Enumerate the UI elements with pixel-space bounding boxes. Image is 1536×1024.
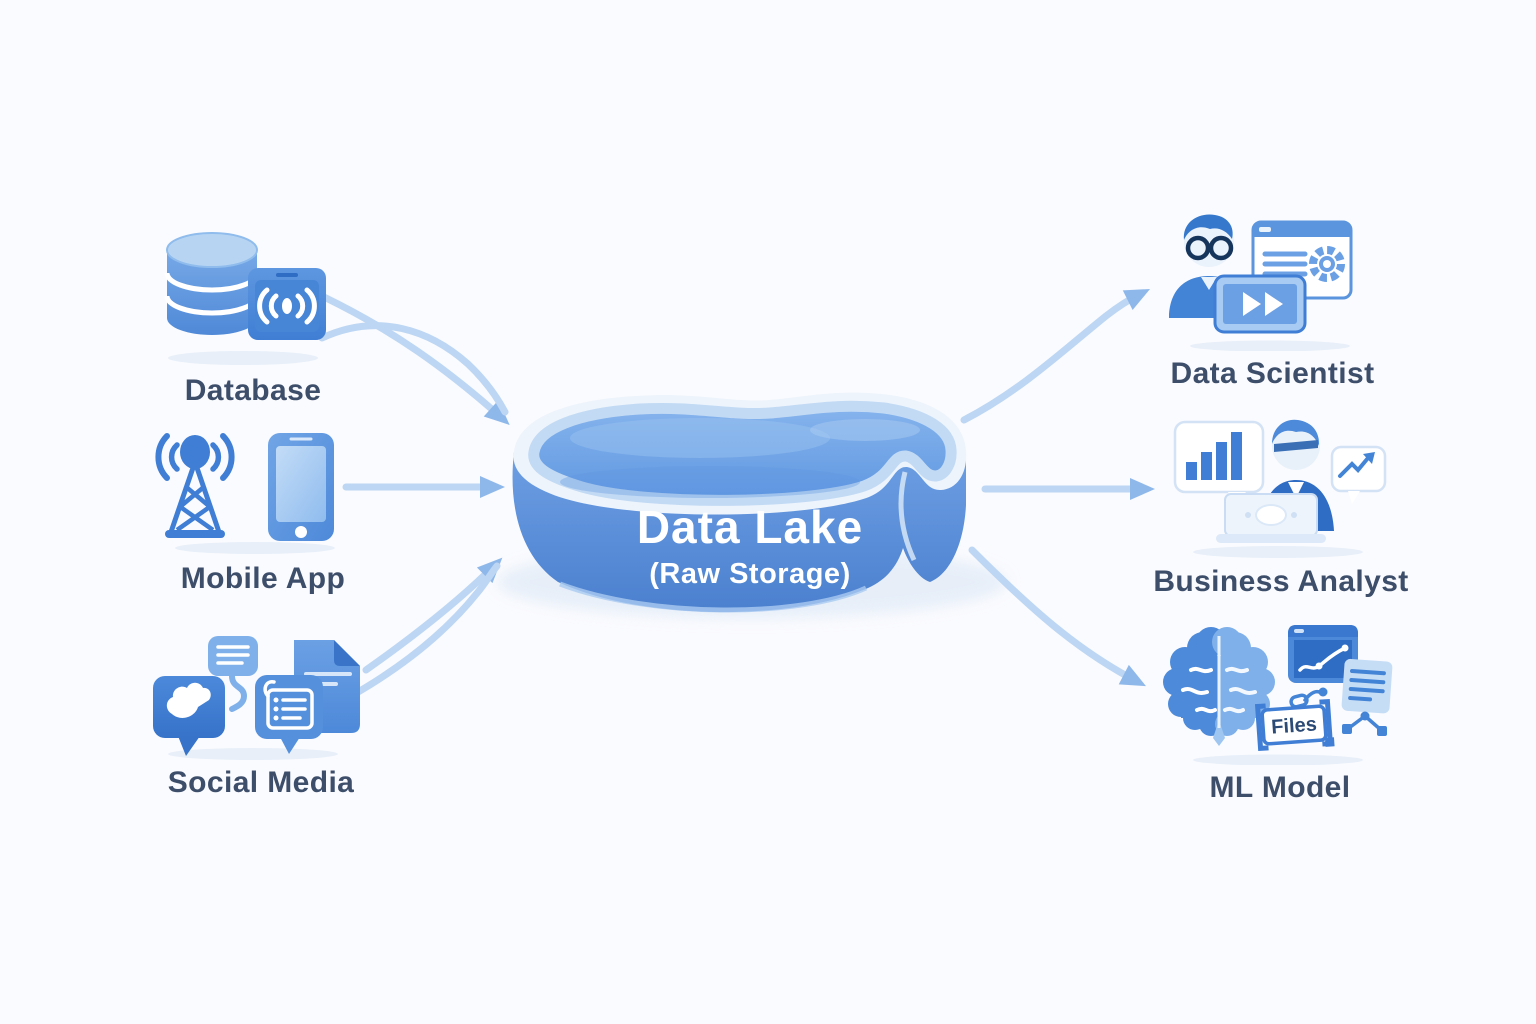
arrow-social-to-lake xyxy=(362,557,503,674)
water-highlight xyxy=(570,418,830,458)
laptop-icon xyxy=(1216,493,1326,543)
consumer-label-ml-model: ML Model xyxy=(1209,771,1351,804)
consumer-label-data-scientist: Data Scientist xyxy=(1170,357,1375,390)
consumer-node-data-scientist: Data Scientist xyxy=(1165,206,1380,391)
icon-shadow xyxy=(1193,546,1363,558)
arrow-social-to-lake-alt xyxy=(340,562,501,704)
radio-tower-icon xyxy=(155,433,235,538)
document-lines-icon xyxy=(1341,658,1393,714)
lake-subtitle: (Raw Storage) xyxy=(649,558,851,590)
lake-wall-bottom-highlight xyxy=(559,581,868,613)
smartphone-icon xyxy=(268,433,334,541)
link-nodes-icon xyxy=(1289,687,1328,709)
arrow-database-to-lake xyxy=(320,293,510,426)
play-icon xyxy=(1243,292,1261,316)
database-icon xyxy=(164,232,326,365)
arrow-lake-to-ml-model xyxy=(968,546,1146,687)
water-highlight-2 xyxy=(810,419,920,441)
source-node-database: Database xyxy=(148,218,358,408)
icon-shadow xyxy=(168,748,338,760)
trend-bubble-icon xyxy=(1330,445,1387,504)
source-node-mobile-app: Mobile App xyxy=(155,428,371,596)
arrow-lake-to-data-scientist xyxy=(960,288,1151,424)
source-label-social-media: Social Media xyxy=(167,766,355,799)
source-label-database: Database xyxy=(184,374,322,407)
flow-arrows xyxy=(318,288,1155,704)
arrow-database-to-lake-alt xyxy=(318,322,509,416)
icon-shadow xyxy=(1190,340,1350,351)
data-scientist-icon xyxy=(1169,214,1353,351)
network-nodes-icon xyxy=(1342,711,1387,736)
business-analyst-icon xyxy=(1173,419,1387,558)
mobile-app-icon xyxy=(155,433,335,554)
icon-shadow xyxy=(175,542,335,554)
source-node-social-media: Social Media xyxy=(148,630,374,800)
media-tablet-icon xyxy=(1213,274,1307,334)
water-shade xyxy=(560,466,860,498)
signal-device-icon xyxy=(248,268,326,340)
social-media-icon xyxy=(153,636,360,760)
lake-wall-crease xyxy=(898,471,917,562)
files-badge-text: Files xyxy=(1271,713,1318,738)
like-bubble-icon xyxy=(153,676,225,756)
gear-icon xyxy=(1309,246,1345,282)
lake-title: Data Lake xyxy=(636,501,864,553)
checklist-bubble-icon xyxy=(255,675,323,754)
source-label-mobile-app: Mobile App xyxy=(180,562,346,595)
consumer-label-business-analyst: Business Analyst xyxy=(1153,565,1409,598)
data-lake-label: Data Lake (Raw Storage) xyxy=(550,500,950,591)
play-icon xyxy=(1265,292,1283,316)
icon-shadow xyxy=(168,351,318,365)
trend-chart-window-icon xyxy=(1288,625,1358,683)
brain-icon xyxy=(1163,627,1275,746)
consumer-node-business-analyst: Business Analyst xyxy=(1153,414,1408,599)
ml-model-icon: Files xyxy=(1163,625,1393,765)
chat-bubble-icon xyxy=(208,636,258,712)
data-lake-icon xyxy=(512,392,967,613)
consumer-node-ml-model: Files ML Model xyxy=(1163,620,1397,805)
bar-chart-bubble-icon xyxy=(1173,420,1265,508)
icon-shadow xyxy=(1193,754,1363,765)
database-cylinder-icon xyxy=(164,232,260,335)
files-box-icon: Files xyxy=(1254,698,1335,752)
